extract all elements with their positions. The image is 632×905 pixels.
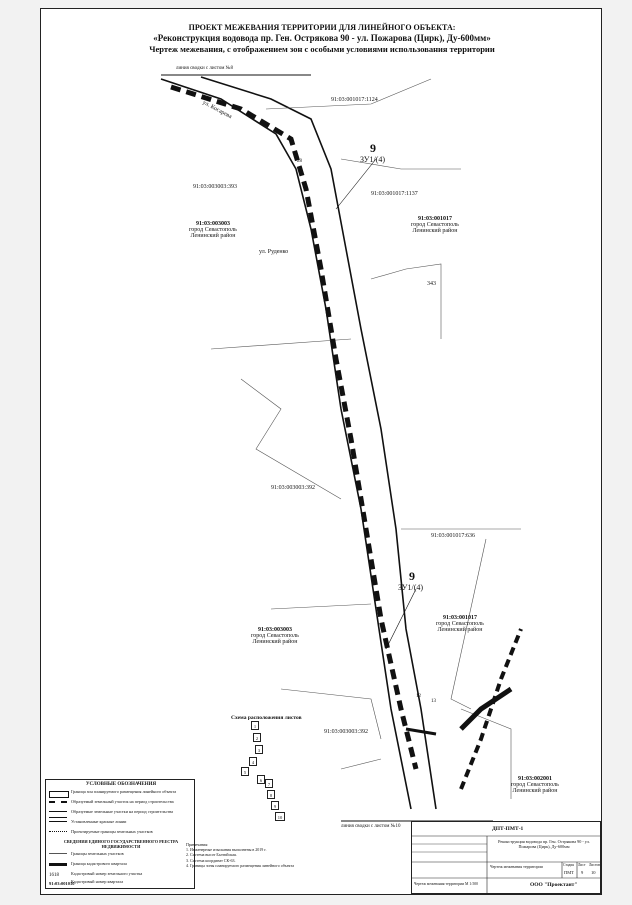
parcel-line xyxy=(240,378,342,500)
scheme-sheet: 8 xyxy=(267,790,275,799)
legend-item: Границы земельных участков xyxy=(49,851,193,861)
scheme-sheet: 5 xyxy=(241,767,249,776)
stage-label: Стадия xyxy=(563,863,574,867)
object-name: Реконструкция водовода пр. Ген. Остряков… xyxy=(498,839,590,849)
sheets-value: 10 xyxy=(591,870,596,875)
stage-value: ПМТ xyxy=(564,870,574,875)
sheet-title: Чертеж межевания территории xyxy=(490,864,543,869)
title-line-2: «Реконструкция водовода пр. Ген. Остряко… xyxy=(153,33,491,43)
point-label: 28 xyxy=(297,159,302,164)
quarter-label: 91:03:002001 город Севастополь Ленинский… xyxy=(511,776,559,794)
quarter-label: 91:03:003003 город Севастополь Ленинский… xyxy=(189,221,237,239)
zone-boundary-right xyxy=(200,76,437,810)
legend-item: Установленные красные линии xyxy=(49,819,193,829)
notes: Примечания: 1. Инженерные изыскания выпо… xyxy=(186,842,294,868)
legend-symbol xyxy=(49,853,67,859)
parcel-line xyxy=(370,263,442,339)
legend-symbol xyxy=(49,791,69,798)
point-label: 12 xyxy=(416,694,421,699)
legend-sample: 1618 xyxy=(49,873,59,878)
parcel-number: 91:03:003003:392 xyxy=(324,729,369,735)
scheme-sheet: 10 xyxy=(275,812,285,821)
legend-item: Образуемый земельный участок на период с… xyxy=(49,799,193,809)
pipeline-branch-dashed xyxy=(459,628,523,790)
scheme-sheet: 7 xyxy=(265,779,273,788)
quarter-label: 91:03:001017 город Севастополь Ленинский… xyxy=(436,615,484,633)
marker-label: ЗУ1/(4) xyxy=(360,155,386,164)
pipeline-spur xyxy=(405,727,437,736)
marker-number: 9 xyxy=(370,141,376,155)
leader-line xyxy=(335,158,377,210)
cadastral-map xyxy=(160,74,523,822)
leader-line xyxy=(385,588,417,650)
doc-code: ДПТ-ПМТ-1 xyxy=(492,826,524,832)
scheme-title: Схема расположения листов xyxy=(231,715,302,721)
title-line-1: ПРОЕКТ МЕЖЕВАНИЯ ТЕРРИТОРИИ ДЛЯ ЛИНЕЙНОГ… xyxy=(188,23,456,32)
legend-title: УСЛОВНЫЕ ОБОЗНАЧЕНИЯ xyxy=(85,782,157,787)
legend-item: 1618 Кадастровый номер земельного участк… xyxy=(49,871,143,878)
parcel-number: 91:03:001017:636 xyxy=(431,533,476,539)
legend-item: Проектируемые границы земельных участков xyxy=(49,829,193,839)
scheme-sheet: 6 xyxy=(257,775,265,784)
title-line-3: Чертеж межевания, с отображением зон с о… xyxy=(149,44,495,54)
legend-item: Образуемые земельные участки на период с… xyxy=(49,809,193,819)
legend-section: СВЕДЕНИЯ ЕДИНОГО ГОСУДАРСТВЕННОГО РЕЕСТР… xyxy=(63,839,179,849)
parcel-line xyxy=(265,78,432,110)
parcel-number: 91:03:001017:1137 xyxy=(371,191,418,197)
quarter-label: 91:03:001017 город Севастополь Ленинский… xyxy=(411,216,459,234)
legend-symbol xyxy=(49,821,67,827)
parcel-line xyxy=(340,158,461,170)
quarter-label: 91:03:003003 город Севастополь Ленинский… xyxy=(251,627,299,645)
scheme-sheet: 3 xyxy=(255,745,263,754)
legend-symbol xyxy=(49,863,67,866)
scheme-sheet: 4 xyxy=(249,757,257,766)
parcel-line xyxy=(280,688,382,740)
sheet-value: 9 xyxy=(581,870,584,875)
pipeline-branch xyxy=(459,686,513,731)
scheme-sheet: 1 xyxy=(251,721,259,730)
sheet-label: Лист xyxy=(578,863,586,867)
legend-item: 91:03:001010 Кадастровый номер квартала xyxy=(49,879,124,886)
scale-note: Чертеж межевания территории М 1:500 xyxy=(414,882,479,886)
title-block: ДПТ-ПМТ-1 Реконструкция водовода пр. Ген… xyxy=(411,821,601,894)
match-line-bottom-label: линия сводки с листом №10 xyxy=(341,824,401,829)
scheme-sheet: 9 xyxy=(271,801,279,810)
legend-symbol xyxy=(49,801,67,808)
parcel-number: 91:03:003003:393 xyxy=(193,184,238,190)
parcel-number: 91:03:001017:1124 xyxy=(331,97,378,103)
point-label: 13 xyxy=(431,699,436,704)
sheets-label: Листов xyxy=(589,863,600,867)
company-name: ООО "Проектант" xyxy=(530,882,578,888)
marker-label: ЗУ1/(4) xyxy=(398,583,424,592)
legend-symbol xyxy=(49,831,67,837)
legend-symbol xyxy=(49,811,67,818)
parcel-line xyxy=(340,758,382,770)
parcel-line xyxy=(210,338,352,350)
legend-sample: 91:03:001010 xyxy=(49,881,75,886)
legend: УСЛОВНЫЕ ОБОЗНАЧЕНИЯ Граница зон планиру… xyxy=(45,779,195,889)
street-label: ул. Руденко xyxy=(259,249,289,255)
drawing-sheet: ПРОЕКТ МЕЖЕВАНИЯ ТЕРРИТОРИИ ДЛЯ ЛИНЕЙНОГ… xyxy=(40,8,602,895)
title-block-grid xyxy=(412,835,600,893)
parcel-number: 343 xyxy=(427,281,436,287)
parcel-number: 91:03:003003:392 xyxy=(271,485,316,491)
parcel-line xyxy=(450,538,487,710)
match-line-top-label: линия сводки с листом №8 xyxy=(176,66,233,71)
scheme-sheet: 2 xyxy=(253,733,261,742)
marker-number: 9 xyxy=(409,569,415,583)
parcel-line xyxy=(270,603,372,610)
legend-item: Граница кадастрового квартала xyxy=(49,861,193,871)
legend-item: Граница зон планируемого размещения лине… xyxy=(49,789,193,799)
pipeline-route xyxy=(170,84,419,770)
